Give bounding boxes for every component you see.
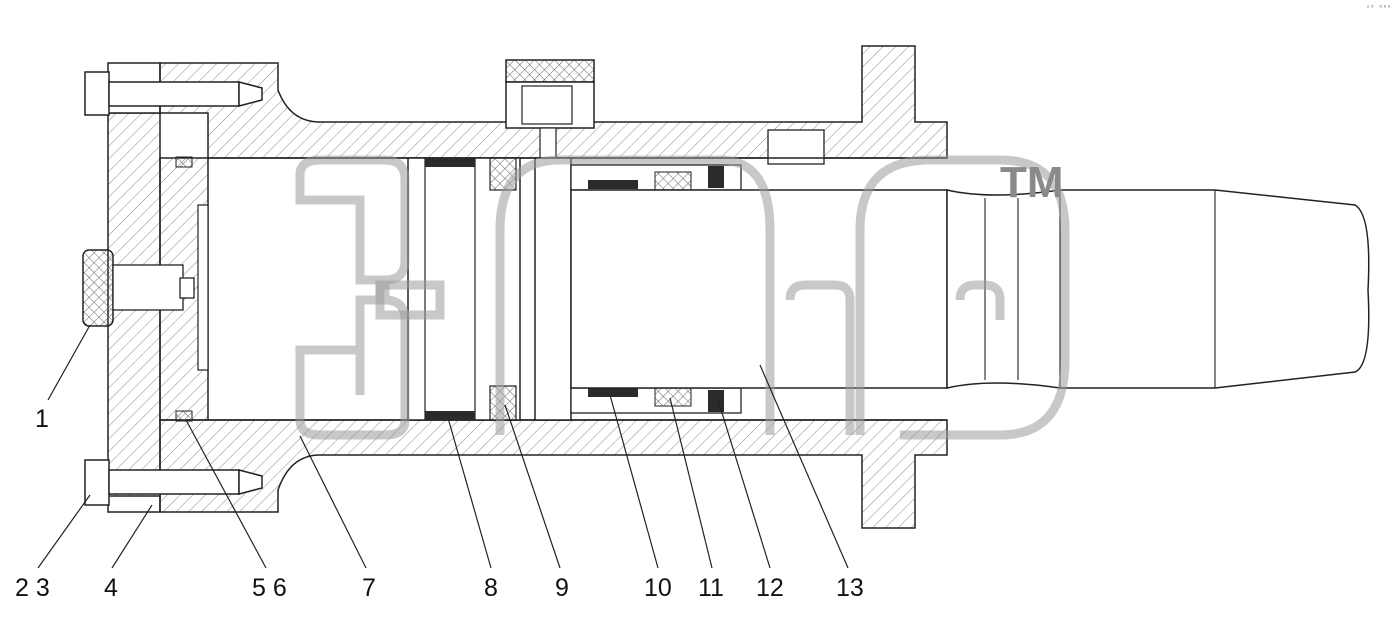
part-label-9: 9	[555, 574, 569, 602]
watermark-trademark: TM	[1000, 158, 1064, 207]
part-label-4: 4	[104, 574, 118, 602]
part-label-12: 12	[756, 574, 784, 602]
cylinder-housing	[159, 45, 948, 529]
part-label-7: 7	[362, 574, 376, 602]
upper-bolt	[84, 71, 263, 116]
part-label-2-3: 2 3	[15, 574, 50, 602]
piston-rod	[570, 189, 1370, 389]
knurled-plug	[82, 249, 195, 327]
part-label-10: 10	[644, 574, 672, 602]
part-label-5-6: 5 6	[252, 574, 287, 602]
part-numbers: 1 2 3 4 5 6 7 8 9 10 11 12 13	[15, 405, 864, 602]
watermark-logo: TM	[295, 155, 1070, 440]
corner-mark: ᵒ⁰ ⁰⁰⁰	[1366, 4, 1391, 12]
part-label-13: 13	[836, 574, 864, 602]
leader-lines	[37, 324, 849, 569]
lower-bolt	[84, 459, 263, 506]
end-cap-seals	[175, 156, 193, 422]
part-label-11: 11	[698, 574, 724, 602]
part-label-1: 1	[35, 405, 49, 433]
rod-guide	[570, 164, 742, 414]
breather-fitting	[505, 59, 595, 159]
part-label-8: 8	[484, 574, 498, 602]
